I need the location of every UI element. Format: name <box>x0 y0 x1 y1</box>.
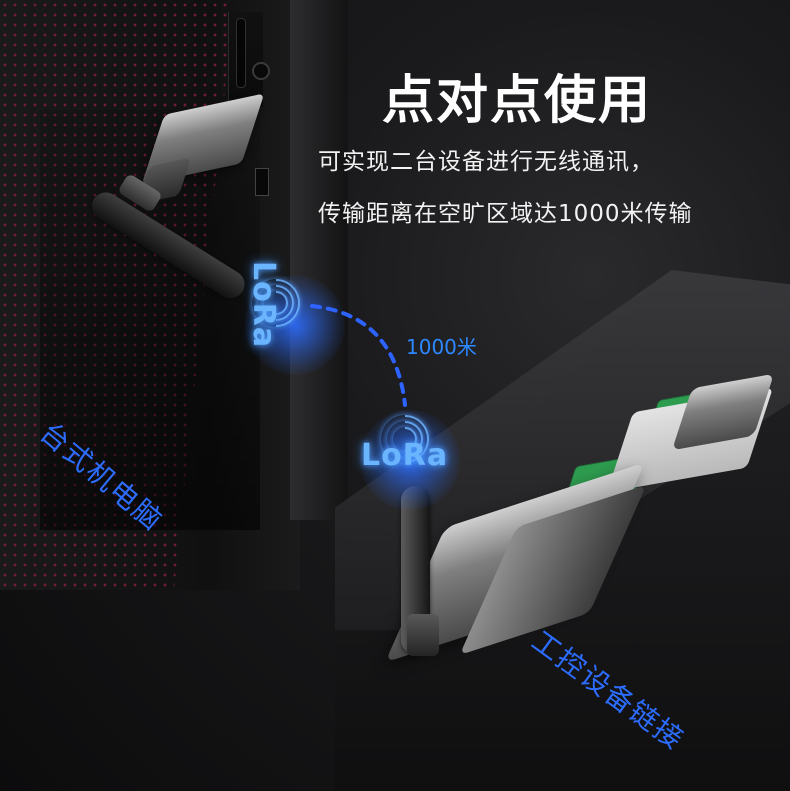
subtitle-line-1: 可实现二台设备进行无线通讯， <box>318 149 654 175</box>
tower-side <box>290 0 348 520</box>
signal-glow-top <box>245 275 345 375</box>
audio-port <box>252 62 270 80</box>
distance-label: 1000米 <box>406 335 477 359</box>
card-slot <box>236 18 246 88</box>
subtitle-line-2: 传输距离在空旷区域达1000米传输 <box>318 201 693 227</box>
lora-label-bottom: LoRa <box>361 438 449 473</box>
signal-glow-bottom <box>360 410 460 510</box>
bottom-antenna-base <box>407 614 439 656</box>
page-title: 点对点使用 <box>382 71 653 131</box>
usb-port <box>255 168 269 196</box>
